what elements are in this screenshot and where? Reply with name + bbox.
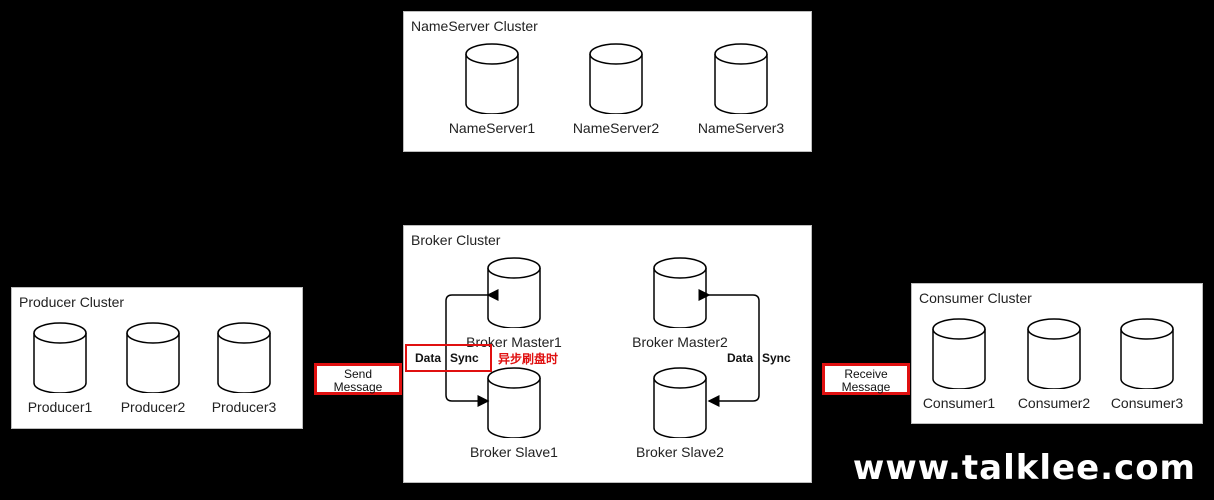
nameserver-node[interactable]: NameServer1 (437, 42, 547, 136)
consumer-node[interactable]: Consumer1 (904, 317, 1014, 411)
async-flush-note: 异步刷盘时 (498, 352, 559, 366)
data-sync-highlight-box (405, 344, 492, 372)
database-icon (1027, 318, 1081, 389)
broker-master-node[interactable]: Broker Master2 (625, 256, 735, 350)
data-sync-left-word2: Sync (450, 351, 479, 365)
nameserver-label: NameServer2 (572, 120, 660, 136)
producer-node[interactable]: Producer1 (5, 321, 115, 415)
nameserver-node[interactable]: NameServer3 (686, 42, 796, 136)
broker-slave-label: Broker Slave1 (470, 444, 558, 460)
data-sync-left-word1: Data (415, 351, 442, 365)
data-sync-right-word1: Data (727, 351, 754, 365)
send-message-line2: Message (333, 380, 383, 394)
consumer-node[interactable]: Consumer3 (1092, 317, 1202, 411)
broker-cluster-title: Broker Cluster (411, 232, 501, 248)
send-message-line1: Send (343, 367, 373, 381)
broker-master-node[interactable]: Broker Master1 (459, 256, 569, 350)
producer-node[interactable]: Producer3 (189, 321, 299, 415)
database-icon (932, 318, 986, 389)
receive-message-line1: Receive (844, 367, 888, 381)
producer-cluster-title: Producer Cluster (19, 294, 125, 310)
send-message-tag: Send Message (314, 363, 402, 395)
consumer-label: Consumer3 (1110, 395, 1184, 411)
database-icon (487, 257, 541, 328)
database-icon (653, 257, 707, 328)
producer-label: Producer2 (120, 399, 186, 415)
producer-label: Producer1 (27, 399, 93, 415)
consumer-label: Consumer1 (922, 395, 996, 411)
database-icon (217, 322, 271, 393)
database-icon (589, 43, 643, 114)
receive-message-line2: Message (841, 380, 891, 394)
consumer-cluster: Consumer Cluster Consumer1 Consumer2 Con… (911, 283, 1203, 424)
nameserver-label: NameServer1 (448, 120, 536, 136)
receive-message-tag: Receive Message (822, 363, 910, 395)
consumer-node[interactable]: Consumer2 (999, 317, 1109, 411)
database-icon (714, 43, 768, 114)
broker-slave-label: Broker Slave2 (636, 444, 724, 460)
database-icon (33, 322, 87, 393)
producer-cluster: Producer Cluster Producer1 Producer2 Pro… (11, 287, 303, 429)
broker-master-label: Broker Master2 (632, 334, 728, 350)
consumer-cluster-title: Consumer Cluster (919, 290, 1032, 306)
database-icon (653, 367, 707, 438)
producer-node[interactable]: Producer2 (98, 321, 208, 415)
database-icon (487, 367, 541, 438)
nameserver-cluster-title: NameServer Cluster (411, 18, 538, 34)
nameserver-node[interactable]: NameServer2 (561, 42, 671, 136)
producer-label: Producer3 (211, 399, 277, 415)
database-icon (1120, 318, 1174, 389)
database-icon (465, 43, 519, 114)
watermark: www.talklee.com (852, 448, 1196, 488)
consumer-label: Consumer2 (1017, 395, 1091, 411)
nameserver-cluster: NameServer Cluster NameServer1 NameServe… (403, 11, 812, 152)
broker-slave-node[interactable]: Broker Slave2 (625, 366, 735, 460)
data-sync-right-word2: Sync (762, 351, 791, 365)
broker-slave-node[interactable]: Broker Slave1 (459, 366, 569, 460)
nameserver-label: NameServer3 (697, 120, 785, 136)
database-icon (126, 322, 180, 393)
